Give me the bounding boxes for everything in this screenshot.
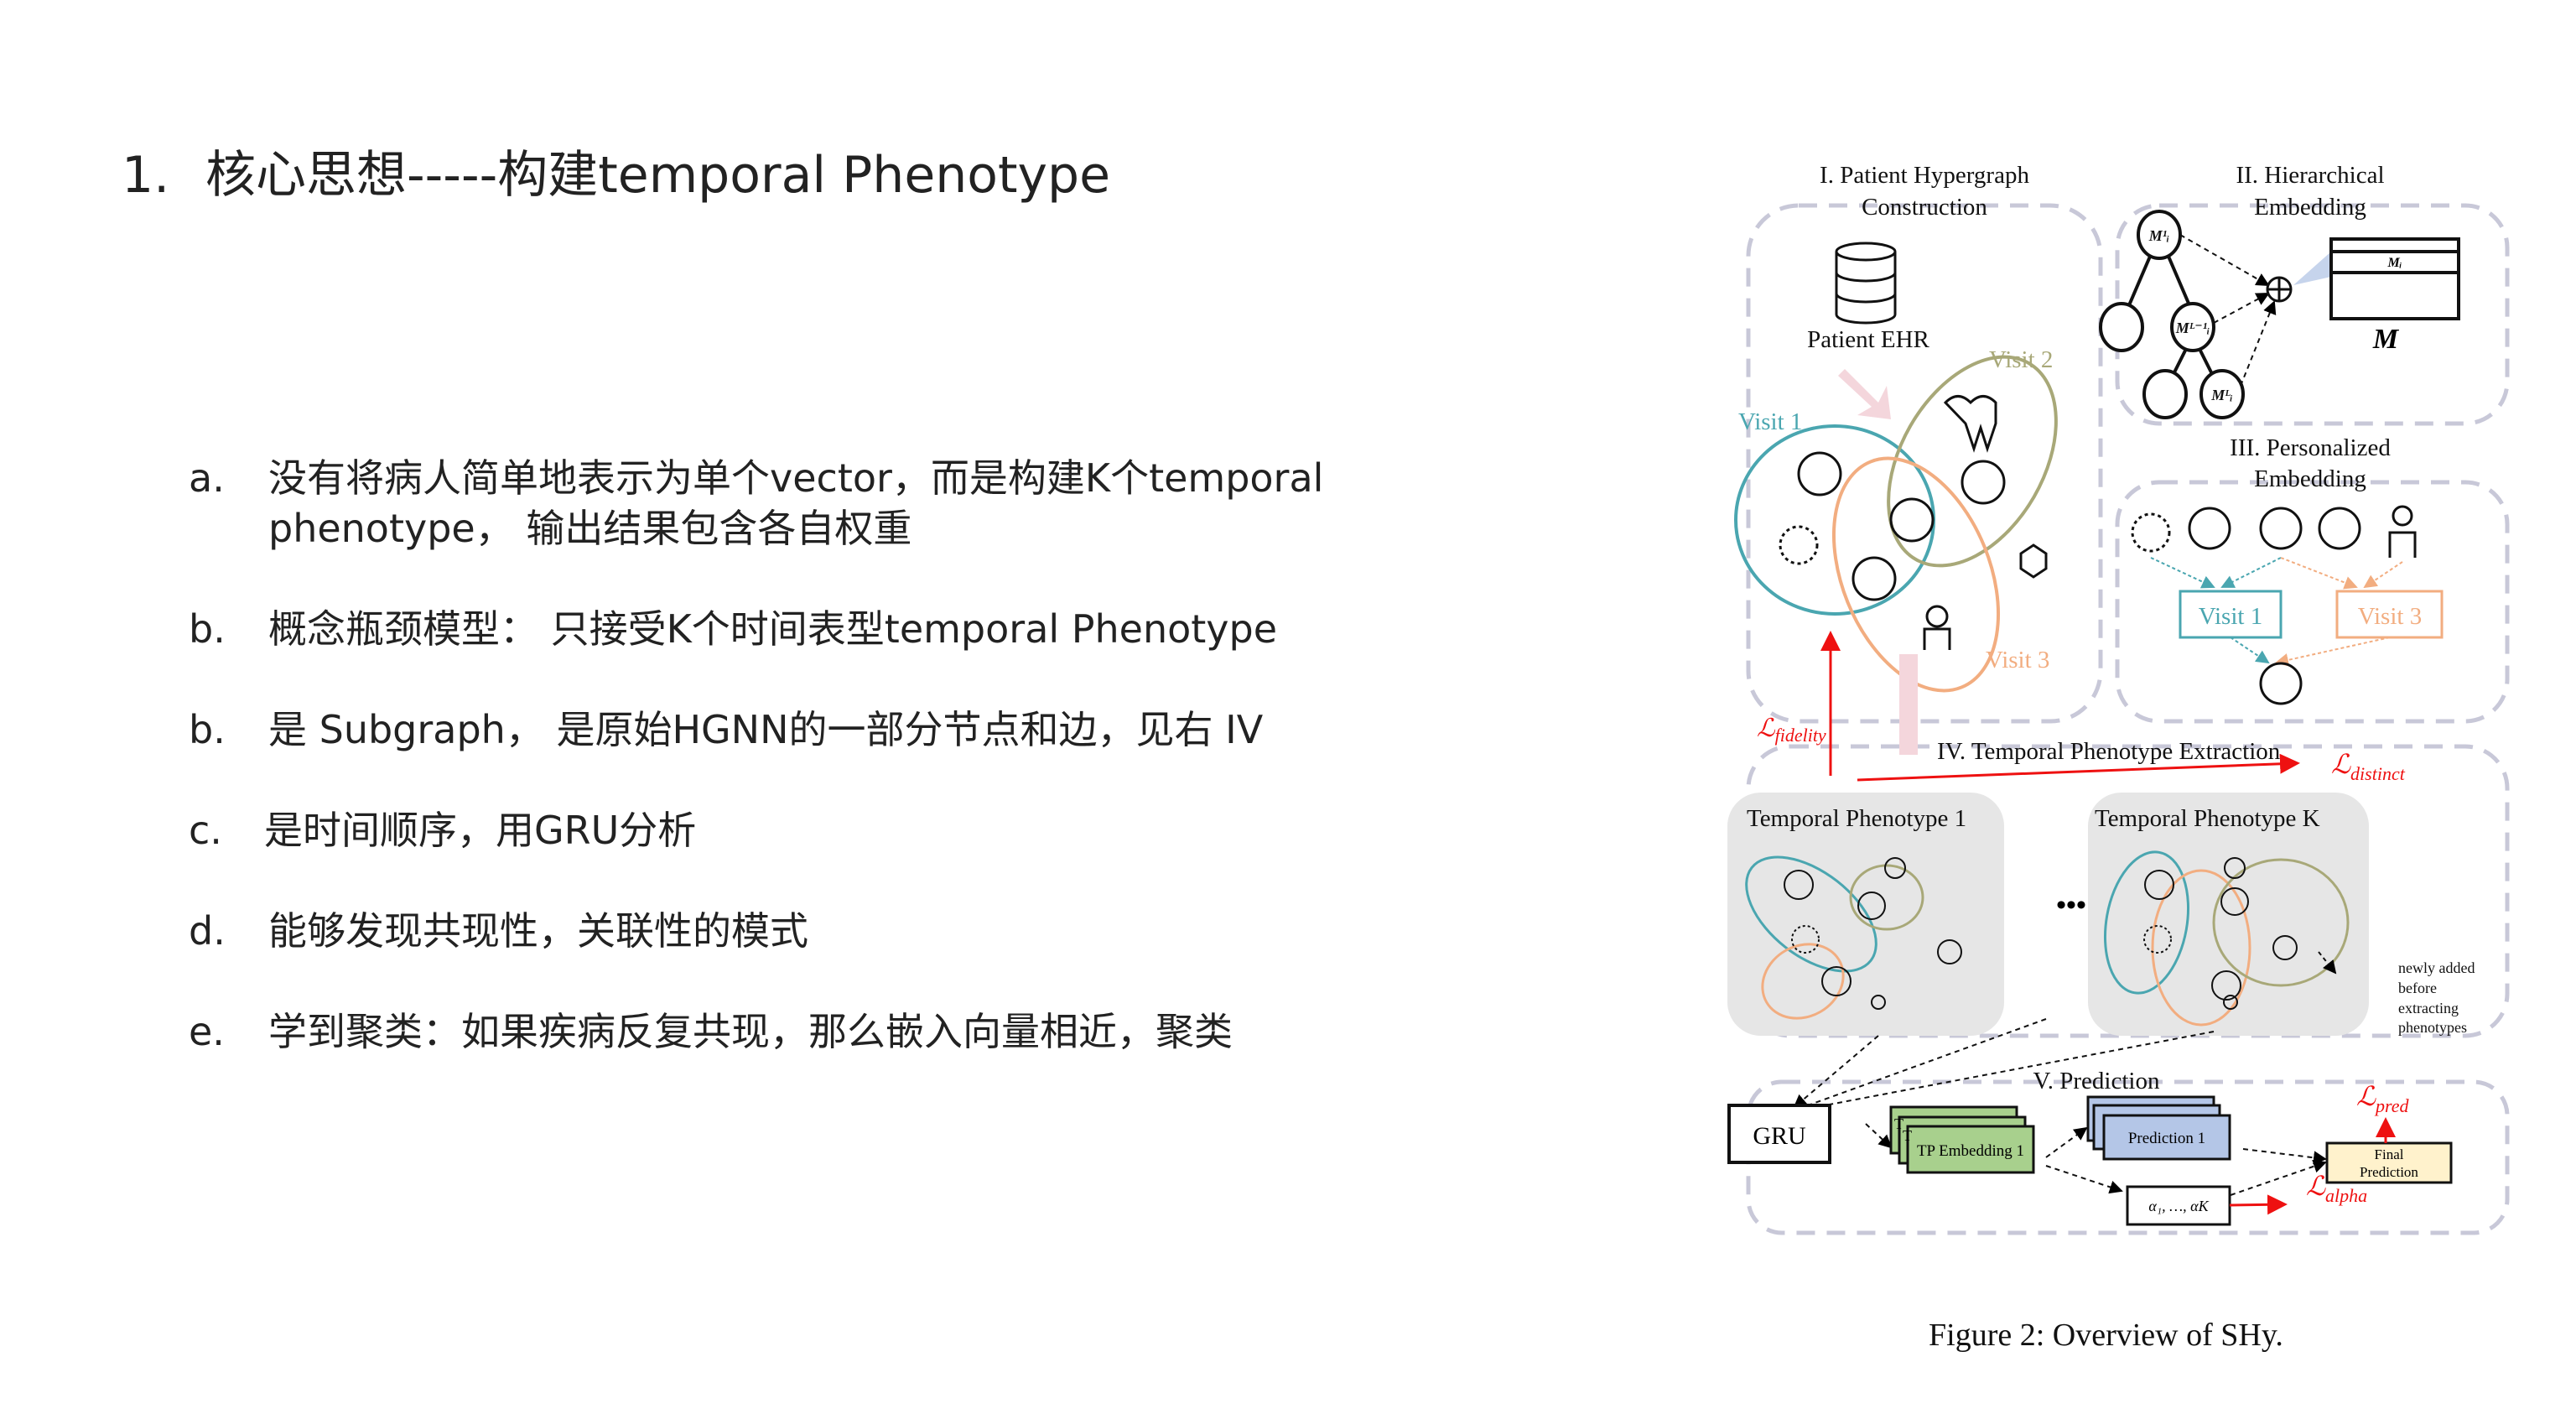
person-arm-icon: [1925, 605, 1949, 628]
visit1-box: [2179, 590, 2283, 639]
pink-arrow-down: [1899, 654, 1918, 755]
loss-fidelity: ℒfidelity: [1757, 715, 1826, 746]
section4-title: IV. Temporal Phenotype Extraction: [1937, 738, 2281, 765]
molecule-icon: [2019, 543, 2048, 579]
tp-embedding-stack: [1889, 1105, 2035, 1174]
concat-icon: [2266, 276, 2293, 303]
section2-title: II. Hierarchical: [2236, 162, 2384, 189]
title-number: 1.: [122, 146, 170, 205]
lungs-icon: [1889, 497, 1935, 543]
bullet-item: d. 能够发现共现性，关联性的模式: [189, 906, 1484, 956]
svg-text:newly added: newly added: [2398, 959, 2475, 976]
database-icon: [1835, 242, 1897, 325]
alpha-box: [2126, 1185, 2231, 1226]
bullet-text: 没有将病人简单地表示为单个vector，而是构建K个temporal pheno…: [268, 455, 1324, 551]
visit3-box: [2335, 590, 2444, 639]
visit3-box-label: Visit 3: [2358, 603, 2422, 630]
bullet-label: a.: [189, 455, 225, 501]
hierarchy-tree: [2099, 210, 2245, 419]
gru-label: GRU: [1753, 1122, 1806, 1150]
head-cough-icon: [1852, 556, 1897, 601]
tp1-title: Temporal Phenotype 1: [1747, 805, 1966, 832]
svg-text:phenotypes: phenotypes: [2398, 1019, 2467, 1036]
section1-box: [1746, 203, 2103, 724]
bullet-text: 学到聚类：如果疾病反复共现，那么嵌入向量相近，聚类: [268, 1009, 1233, 1054]
visit1-box-label: Visit 1: [2199, 603, 2262, 630]
bullet-text: 概念瓶颈模型： 只接受K个时间表型temporal Phenotype: [268, 606, 1278, 652]
alpha-arrow: [2229, 1194, 2288, 1215]
head-cough-icon: [2259, 662, 2303, 705]
section3-box: [2115, 480, 2510, 724]
bullet-item: e. 学到聚类：如果疾病反复共现，那么嵌入向量相近，聚类: [189, 1006, 1484, 1057]
bullet-item: c. 是时间顺序，用GRU分析: [189, 805, 1480, 855]
ellipsis: •••: [2056, 890, 2086, 921]
node-leaf-label: Mᴸᵢ: [2210, 387, 2233, 403]
bullet-item: a. 没有将病人简单地表示为单个vector，而是构建K个temporal phe…: [189, 453, 1509, 554]
loss-alpha: ℒalpha: [2306, 1171, 2367, 1206]
alpha-label: α₁, …, αK: [2148, 1198, 2209, 1214]
node-top-label: M¹ᵢ: [2148, 227, 2169, 244]
head-mask-icon: [1961, 460, 2006, 505]
bullet-label: c.: [189, 808, 222, 853]
bullet-text: 是 Subgraph， 是原始HGNN的一部分节点和边，见右 IV: [268, 707, 1264, 752]
bullet-text: 能够发现共现性，关联性的模式: [268, 908, 808, 954]
bullet-label: b.: [189, 707, 226, 752]
bullet-label: b.: [189, 606, 226, 652]
slide-title: 1. 核心思想-----构建temporal Phenotype: [122, 134, 1110, 207]
node-mid-label: Mᴸ⁻¹ᵢ: [2175, 320, 2210, 336]
tooth-icon: [1943, 395, 1997, 453]
tp-embedding-label: TP Embedding 1: [1917, 1142, 2024, 1160]
visit2-label: Visit 2: [1989, 346, 2053, 373]
bullet-item: b. 是 Subgraph， 是原始HGNN的一部分节点和边，见右 IV: [189, 704, 1484, 755]
visit2-ellipse: [1887, 355, 2058, 568]
loss-pred: ℒpred: [2356, 1081, 2410, 1116]
final-prediction-line2: Prediction: [2360, 1164, 2418, 1180]
figure-caption: Figure 2: Overview of SHy.: [1929, 1318, 2283, 1353]
medical-icons: [1779, 395, 2048, 650]
final-prediction-line1: Final: [2375, 1146, 2404, 1162]
prediction-label: Prediction 1: [2128, 1130, 2205, 1147]
tp-embedding-stub: T: [1894, 1115, 1903, 1132]
matrix-label: M: [2372, 324, 2400, 355]
newly-added-note: newly added before extracting phenotypes: [2398, 959, 2475, 1036]
bullet-item: b. 概念瓶颈模型： 只接受K个时间表型temporal Phenotype: [189, 604, 1484, 654]
section2-title-2: Embedding: [2254, 194, 2366, 221]
tp-embedding-stub: T: [1903, 1127, 1912, 1144]
title-text: 核心思想-----构建temporal Phenotype: [205, 146, 1111, 205]
pink-arrow-down-right: [1838, 369, 1891, 419]
distinct-arrow: [1857, 753, 2300, 782]
section5-title: V. Prediction: [2033, 1068, 2160, 1094]
section1-title-2: Construction: [1862, 194, 1987, 221]
section3-title-2: Embedding: [2254, 465, 2366, 492]
head-fever-icon: [1797, 451, 1842, 496]
bullet-text: 是时间顺序，用GRU分析: [264, 808, 697, 853]
visit3-label: Visit 3: [1986, 647, 2049, 673]
phenotype-icons: [1784, 857, 2298, 1010]
virus-icon: [1779, 525, 1819, 565]
visit1-label: Visit 1: [1738, 408, 1802, 435]
bullet-label: d.: [189, 908, 226, 954]
matrix-row-label: Mᵢ: [2387, 256, 2402, 270]
visit3-ellipse: [1831, 456, 2001, 693]
svg-text:before: before: [2398, 980, 2437, 996]
section3-title: III. Personalized: [2230, 434, 2391, 461]
tpk-title: Temporal Phenotype K: [2095, 805, 2320, 832]
ehr-label: Patient EHR: [1807, 326, 1929, 353]
bullet-label: e.: [189, 1009, 225, 1054]
final-prediction-box: [2325, 1141, 2453, 1184]
svg-text:extracting: extracting: [2398, 1000, 2459, 1016]
section1-title: I. Patient Hypergraph: [1820, 162, 2029, 189]
gru-box: [1727, 1104, 1831, 1164]
embedding-icons: [2131, 505, 2417, 558]
prediction-stack: [2086, 1095, 2231, 1161]
loss-distinct: ℒdistinct: [2331, 749, 2406, 784]
embedding-matrix: [2329, 237, 2460, 320]
